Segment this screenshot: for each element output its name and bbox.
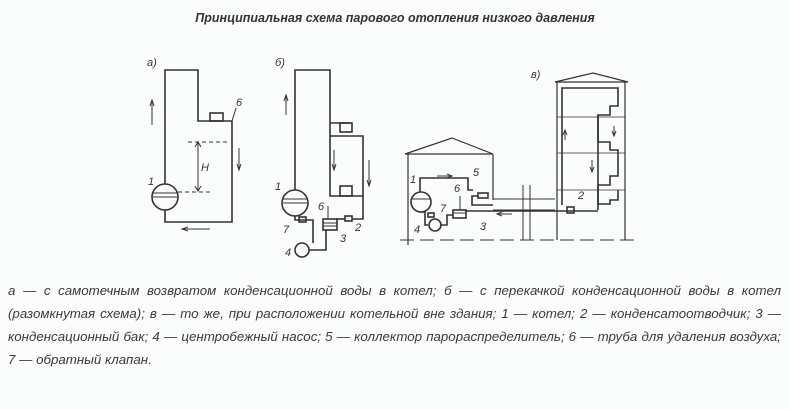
label-4: 4 xyxy=(285,247,291,259)
label-5: 5 xyxy=(473,167,480,179)
label-7: 7 xyxy=(440,203,447,215)
panel-c: в) 1 5 xyxy=(400,69,640,245)
label-1: 1 xyxy=(148,176,154,188)
label-6: 6 xyxy=(454,183,461,195)
radiator xyxy=(209,112,224,122)
label-h: H xyxy=(201,162,209,174)
label-3: 3 xyxy=(480,221,487,233)
panel-a: а) 6 1 H xyxy=(147,57,243,232)
panel-b: б) 1 6 2 3 7 4 xyxy=(275,57,372,259)
label-1: 1 xyxy=(410,174,416,186)
panel-b-label: б) xyxy=(275,57,285,69)
label-4: 4 xyxy=(414,224,420,236)
heating-scheme-diagram: а) 6 1 H б) xyxy=(147,57,640,259)
label-1: 1 xyxy=(275,181,281,193)
label-7: 7 xyxy=(283,224,290,236)
label-6: 6 xyxy=(236,97,243,109)
label-2: 2 xyxy=(354,222,361,234)
figure-title: Принципиальная схема парового отопления … xyxy=(195,11,595,25)
label-6: 6 xyxy=(318,201,325,213)
label-3: 3 xyxy=(340,233,347,245)
figure-caption: а — с самотечным возвратом конденсационн… xyxy=(8,283,781,367)
panel-a-label: а) xyxy=(147,57,157,69)
label-2: 2 xyxy=(577,190,584,202)
panel-c-label: в) xyxy=(531,69,541,81)
